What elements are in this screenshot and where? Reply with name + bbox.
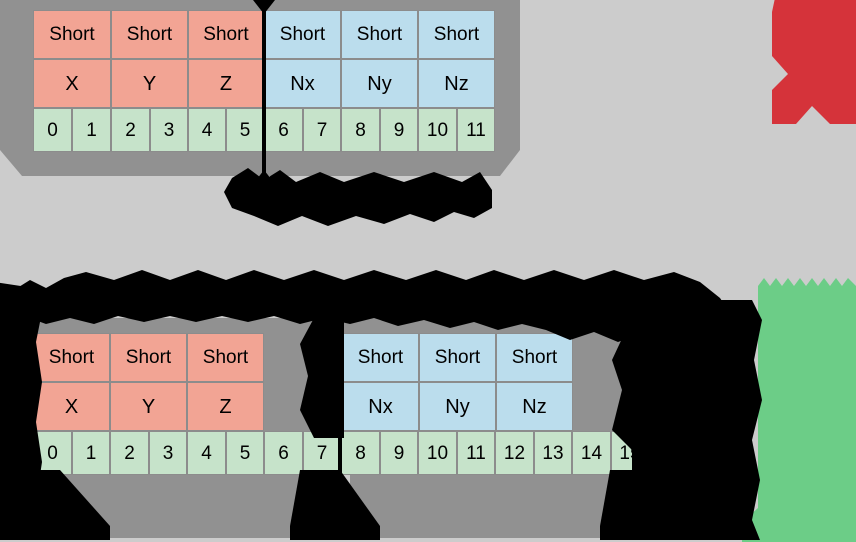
field-name-y: Y: [111, 59, 188, 108]
field-name-nz: Nz: [418, 59, 495, 108]
byte-row: 0 1 2 3 4 5 6 7 8 9 10 11 12 13 14 15: [33, 431, 649, 475]
byte-cell: 3: [149, 431, 187, 475]
accent-green-shape: [742, 278, 856, 542]
type-row: Short Short Short Short Short Short: [33, 333, 649, 382]
type-row: Short Short Short Short Short Short: [33, 10, 495, 59]
field-type-nx: Short: [342, 333, 419, 382]
name-row: X Y Z Nx Ny Nz: [33, 382, 649, 431]
byte-cell: 14: [572, 431, 611, 475]
field-name-z: Z: [187, 382, 264, 431]
byte-cell: 2: [110, 431, 149, 475]
field-name-nx: Nx: [342, 382, 419, 431]
field-name-z: Z: [188, 59, 264, 108]
byte-cell: 11: [457, 431, 495, 475]
byte-cell: 0: [33, 108, 72, 152]
field-type-y: Short: [110, 333, 187, 382]
byte-cell: 4: [188, 108, 226, 152]
field-name-ny: Ny: [419, 382, 496, 431]
byte-cell: 1: [72, 108, 111, 152]
byte-cell: 11: [457, 108, 495, 152]
packet-layout-16-byte: Short Short Short Short Short Short X Y …: [33, 333, 649, 475]
split-marker-arrow-up-top: [253, 0, 275, 14]
byte-cell: 9: [380, 431, 418, 475]
packet-layout-12-byte: Short Short Short Short Short Short X Y …: [33, 10, 495, 152]
byte-cell: 8: [341, 108, 380, 152]
name-row: X Y Z Nx Ny Nz: [33, 59, 495, 108]
byte-cell: 3: [150, 108, 188, 152]
redaction-block-1: [224, 168, 492, 226]
byte-cell: 12: [495, 431, 534, 475]
field-type-ny: Short: [341, 10, 418, 59]
field-type-z: Short: [188, 10, 264, 59]
byte-cell: 1: [72, 431, 110, 475]
field-type-nx: Short: [264, 10, 341, 59]
redaction-block-6: [0, 470, 660, 540]
redaction-block-2: [0, 270, 732, 344]
byte-cell: 2: [111, 108, 150, 152]
redaction-block-7: [0, 330, 28, 540]
byte-cell: 10: [418, 431, 457, 475]
field-type-x: Short: [33, 10, 111, 59]
byte-cell: 6: [264, 431, 303, 475]
field-type-nz: Short: [496, 333, 573, 382]
field-type-y: Short: [111, 10, 188, 59]
byte-cell: 6: [264, 108, 303, 152]
field-name-x: X: [33, 382, 110, 431]
field-type-x: Short: [33, 333, 110, 382]
byte-cell: 5: [226, 108, 264, 152]
field-type-ny: Short: [419, 333, 496, 382]
field-type-nz: Short: [418, 10, 495, 59]
byte-cell: 13: [534, 431, 572, 475]
field-type-z: Short: [187, 333, 264, 382]
field-name-nx: Nx: [264, 59, 341, 108]
field-name-ny: Ny: [341, 59, 418, 108]
byte-cell: 8: [341, 431, 380, 475]
byte-cell: 10: [418, 108, 457, 152]
field-name-nz: Nz: [496, 382, 573, 431]
redaction-block-4: [300, 318, 344, 438]
field-name-x: X: [33, 59, 111, 108]
byte-cell: 4: [187, 431, 226, 475]
byte-cell: 7: [303, 108, 341, 152]
accent-red-shape: [772, 0, 856, 124]
byte-cell: 9: [380, 108, 418, 152]
byte-cell: 5: [226, 431, 264, 475]
split-marker-line-top: [262, 0, 266, 185]
byte-row: 0 1 2 3 4 5 6 7 8 9 10 11: [33, 108, 495, 152]
field-name-y: Y: [110, 382, 187, 431]
